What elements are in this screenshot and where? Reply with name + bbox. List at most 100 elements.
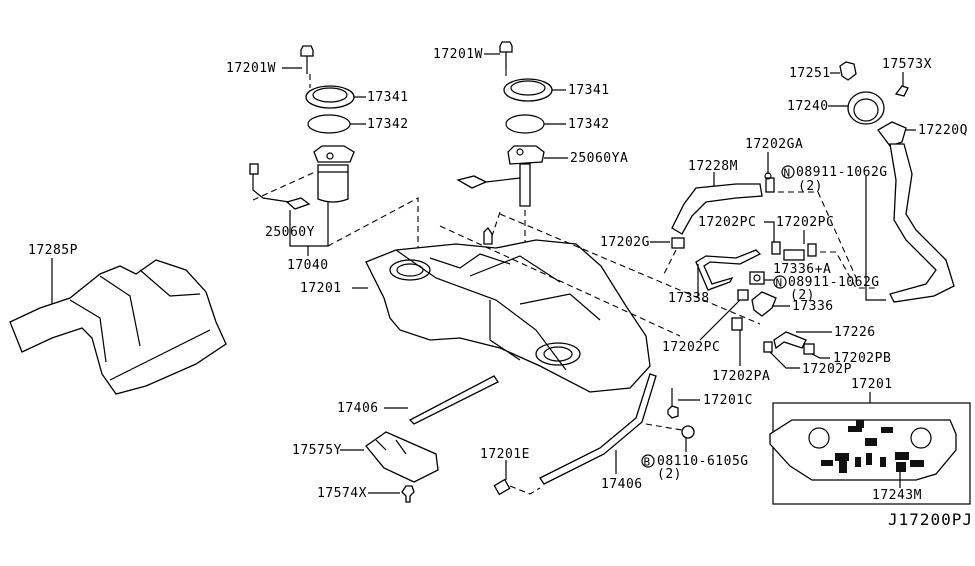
clamp-17202ga — [764, 172, 775, 193]
nut-symbol-mid: N — [773, 275, 787, 290]
label-17406-left: 17406 — [337, 401, 379, 416]
inset-tank-outline — [769, 419, 957, 481]
label-17240: 17240 — [787, 99, 829, 114]
nut-symbol-top: N — [781, 165, 795, 180]
clip-17574x — [401, 485, 415, 503]
leader-08911-top — [865, 176, 886, 301]
sender-25060y — [249, 163, 311, 210]
bolt-17201w-right — [499, 41, 513, 70]
label-17202g: 17202G — [600, 235, 650, 250]
sender-25060ya — [456, 145, 545, 207]
label-17201e: 17201E — [480, 447, 530, 462]
inset-box — [772, 402, 971, 505]
label-17201c: 17201C — [703, 393, 753, 408]
label-17202pc-c: 17202PC — [662, 340, 720, 355]
clamp-17202pc-a — [771, 241, 781, 255]
leader-17202pc-a — [764, 221, 775, 242]
label-17201-main: 17201 — [300, 281, 342, 296]
clip-17201e — [493, 478, 511, 496]
dash — [327, 197, 419, 258]
label-17243m: 17243M — [872, 488, 922, 503]
o-ring-17342-right — [505, 114, 545, 134]
hose-17336 — [751, 291, 777, 317]
label-17040: 17040 — [287, 258, 329, 273]
bolt-17201c — [667, 388, 679, 419]
label-17342-right: 17342 — [568, 117, 610, 132]
label-17285p: 17285P — [28, 243, 78, 258]
label-17342-left: 17342 — [367, 117, 409, 132]
strap-17406-left — [408, 375, 499, 425]
clamp-17202pb — [803, 343, 815, 355]
nut-symbol-label: N — [776, 277, 783, 290]
label-08911-top: 08911-1062G — [796, 165, 888, 180]
label-08110-qty: (2) — [657, 467, 682, 482]
cap-17251 — [839, 61, 857, 81]
label-17202pa: 17202PA — [712, 369, 770, 384]
clip-17573x — [894, 85, 909, 97]
clamp-17202pa — [731, 317, 743, 331]
leader-17202pb — [811, 353, 830, 359]
label-17573x: 17573X — [882, 57, 932, 72]
grommet-08911-mid — [749, 271, 765, 285]
label-inset-17201: 17201 — [851, 377, 893, 392]
leader-17202pc-c — [699, 299, 741, 341]
strap-17406-right — [539, 373, 657, 485]
dash — [509, 485, 541, 495]
label-17574x: 17574X — [317, 486, 367, 501]
label-17336: 17336 — [792, 299, 834, 314]
clamp-17202pc-b — [807, 243, 817, 257]
label-17202p: 17202P — [802, 362, 852, 377]
bolt-17201w-left — [300, 45, 314, 74]
dash — [439, 213, 761, 337]
bracket-17575y — [365, 431, 439, 483]
hose-17226 — [773, 331, 807, 350]
dash — [252, 171, 316, 201]
label-08911-mid: 08911-1062G — [788, 275, 880, 290]
bolt-08110 — [681, 425, 695, 439]
filler-cap-17240 — [847, 91, 885, 125]
label-17202ga: 17202GA — [745, 137, 803, 152]
label-17202pb: 17202PB — [833, 351, 891, 366]
label-17201w-right: 17201W — [433, 47, 483, 62]
bolt-symbol: B — [641, 454, 655, 469]
clamp-17202p — [763, 341, 773, 353]
label-17336a: 17336+A — [773, 262, 831, 277]
label-08110: 08110-6105G — [657, 454, 749, 469]
label-25060y: 25060Y — [265, 225, 315, 240]
nut-symbol-label: N — [784, 167, 791, 180]
leader-17202p — [769, 351, 800, 369]
label-17220q: 17220Q — [918, 123, 968, 138]
label-17406-right: 17406 — [601, 477, 643, 492]
label-17341-left: 17341 — [367, 90, 409, 105]
hose-17228m — [671, 183, 763, 235]
label-08911-mid-qty: (2) — [790, 288, 815, 303]
tube-17338 — [695, 249, 762, 291]
label-08911-top-qty: (2) — [798, 179, 823, 194]
bolt-symbol-label: B — [644, 456, 651, 469]
lock-ring-17341-right — [503, 78, 553, 102]
o-ring-17342-left — [307, 114, 351, 134]
label-17226: 17226 — [834, 325, 876, 340]
clamp-17202pc-c — [737, 289, 749, 301]
lock-ring-17341-left — [305, 85, 355, 109]
fuel-tank-17201 — [365, 226, 651, 393]
tube-17336-a — [783, 249, 805, 261]
diagram-reference-code: J17200PJ — [888, 510, 973, 529]
label-17575y: 17575Y — [292, 443, 342, 458]
label-17251: 17251 — [789, 66, 831, 81]
clamp-17202g — [671, 237, 685, 249]
label-17341-right: 17341 — [568, 83, 610, 98]
leader-25060y-17040 — [289, 202, 329, 247]
label-17201w-left: 17201W — [226, 61, 276, 76]
fuel-pump-17040 — [313, 145, 355, 203]
label-17202pc-a: 17202PC — [698, 215, 756, 230]
label-17202pc-b: 17202PC — [776, 215, 834, 230]
label-17338: 17338 — [668, 291, 710, 306]
dash — [778, 191, 859, 283]
heat-shield-17285p — [9, 259, 227, 395]
dash — [645, 423, 683, 431]
label-25060ya: 25060YA — [570, 151, 628, 166]
filler-neck-17220q — [877, 121, 955, 303]
